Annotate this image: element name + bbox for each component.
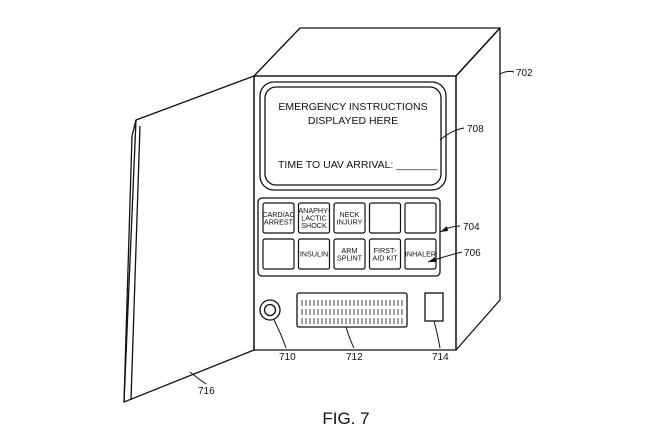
speaker-holes bbox=[301, 300, 403, 324]
leader-714 bbox=[433, 320, 441, 349]
emergency-button-label: CARD/AC bbox=[262, 210, 294, 219]
ref-714: 714 bbox=[432, 352, 449, 363]
speaker-grille bbox=[296, 292, 408, 328]
emergency-button-label: FIRST- bbox=[374, 246, 397, 255]
emergency-button[interactable] bbox=[333, 238, 366, 270]
emergency-button[interactable] bbox=[404, 202, 437, 234]
round-button-inner bbox=[263, 303, 277, 317]
cabinet-right-side bbox=[455, 27, 501, 351]
door-edge bbox=[131, 119, 137, 137]
ref-704: 704 bbox=[463, 222, 480, 233]
door-edge-inner bbox=[130, 125, 141, 401]
door bbox=[123, 75, 255, 403]
leader-702 bbox=[499, 70, 515, 75]
leader-710 bbox=[273, 319, 287, 349]
screen-outer bbox=[259, 81, 447, 191]
screen-instructions-line2: DISPLAYED HERE bbox=[308, 115, 398, 127]
emergency-button[interactable] bbox=[368, 238, 402, 270]
emergency-button-label: INSULIN bbox=[300, 250, 328, 259]
screen-arrival-time: TIME TO UAV ARRIVAL: _______ bbox=[278, 159, 437, 171]
arrow-706 bbox=[428, 257, 436, 262]
emergency-button[interactable] bbox=[333, 202, 366, 234]
emergency-button-label: INHALER bbox=[405, 250, 436, 259]
leader-716 bbox=[189, 371, 207, 385]
button-panel bbox=[257, 197, 441, 277]
ref-712: 712 bbox=[346, 352, 363, 363]
figure-caption: FIG. 7 bbox=[322, 409, 369, 428]
emergency-button-label: INJURY bbox=[337, 217, 363, 226]
emergency-button[interactable] bbox=[297, 202, 331, 234]
arrow-704 bbox=[440, 226, 448, 232]
ref-706: 706 bbox=[464, 248, 481, 259]
leader-712 bbox=[345, 326, 355, 349]
ref-702: 702 bbox=[516, 68, 533, 79]
emergency-button-label: SPLINT bbox=[337, 253, 363, 262]
ref-708: 708 bbox=[467, 124, 484, 135]
emergency-button-label: ARREST bbox=[264, 217, 294, 226]
emergency-button-label: ANAPHY- bbox=[298, 206, 330, 215]
slot[interactable] bbox=[424, 292, 444, 322]
ref-716: 716 bbox=[198, 386, 215, 397]
emergency-button[interactable] bbox=[368, 202, 402, 234]
emergency-button[interactable] bbox=[404, 238, 437, 270]
emergency-button-label: NECK bbox=[340, 210, 360, 219]
emergency-button[interactable] bbox=[262, 202, 295, 234]
screen-instructions-line1: EMERGENCY INSTRUCTIONS bbox=[278, 101, 427, 113]
emergency-button-label: SHOCK bbox=[301, 221, 327, 230]
emergency-button-label: LACTIC bbox=[301, 214, 327, 223]
emergency-button-label: ARM bbox=[342, 246, 358, 255]
emergency-button-label: AID KIT bbox=[372, 253, 398, 262]
cabinet-top bbox=[253, 27, 501, 77]
door-edge-thickness bbox=[123, 135, 133, 403]
screen-inner bbox=[264, 86, 442, 186]
round-button-outer[interactable] bbox=[259, 299, 281, 321]
emergency-button[interactable] bbox=[297, 238, 331, 270]
emergency-button[interactable] bbox=[262, 238, 295, 270]
ref-710: 710 bbox=[279, 352, 296, 363]
leader-708 bbox=[439, 127, 465, 141]
